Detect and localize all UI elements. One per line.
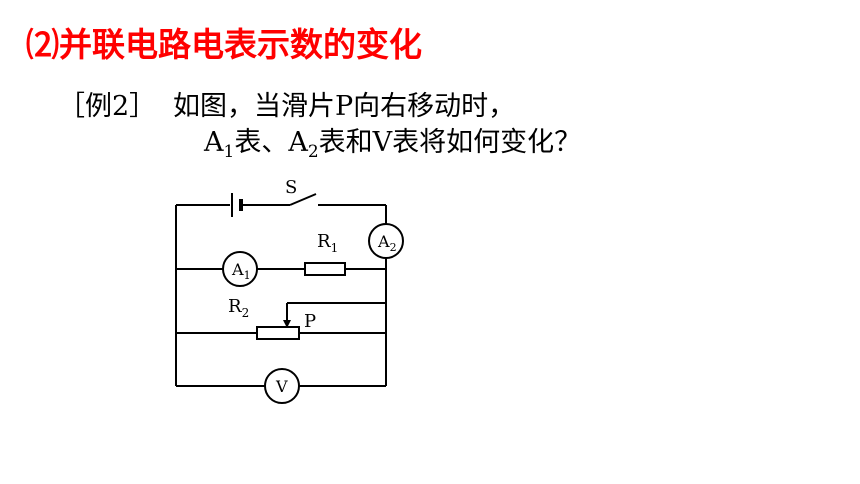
r2-subscript: 2 — [242, 306, 250, 320]
a1-meter-label: A1 — [231, 260, 251, 282]
slider-arrow-head — [283, 320, 291, 328]
slider-label: P — [304, 311, 316, 332]
a1-meter-letter: A — [231, 260, 244, 279]
text-after-a1: 表、 — [234, 127, 289, 158]
rheostat-r2 — [256, 326, 300, 340]
text-after-a2: 表和V表将如何变化？ — [318, 127, 582, 158]
voltmeter-label: V — [275, 377, 288, 396]
a1-subscript: 1 — [223, 142, 235, 162]
ammeter-a2-circle — [368, 223, 404, 259]
example-line-1: ［例2］ 如图，当滑片P向右移动时， — [58, 84, 515, 123]
r1-label: R1 — [317, 231, 338, 255]
switch-label: S — [285, 177, 297, 198]
r2-letter: R — [228, 296, 242, 317]
voltmeter-circle — [264, 368, 300, 404]
r2-label: R2 — [228, 296, 249, 320]
a2-meter-subscript: 2 — [390, 241, 397, 254]
ammeter-a1-circle — [222, 251, 258, 287]
example-tag: ［例2］ — [58, 91, 157, 122]
slide-heading: ⑵并联电路电表示数的变化 — [26, 25, 422, 64]
r1-letter: R — [317, 231, 331, 252]
example-question-part1: 如图，当滑片P向右移动时， — [173, 91, 516, 122]
a2-meter-label: A2 — [377, 232, 397, 254]
r1-subscript: 1 — [331, 241, 339, 255]
resistor-r1 — [304, 262, 346, 276]
a2-subscript: 2 — [307, 142, 319, 162]
a2-letter: A — [288, 127, 308, 158]
a1-meter-subscript: 1 — [244, 269, 251, 282]
switch-blade — [289, 193, 317, 206]
a2-meter-letter: A — [377, 232, 390, 251]
a1-letter: A — [204, 127, 224, 158]
example-line-2: A1表、A2表和V表将如何变化？ — [204, 120, 582, 162]
